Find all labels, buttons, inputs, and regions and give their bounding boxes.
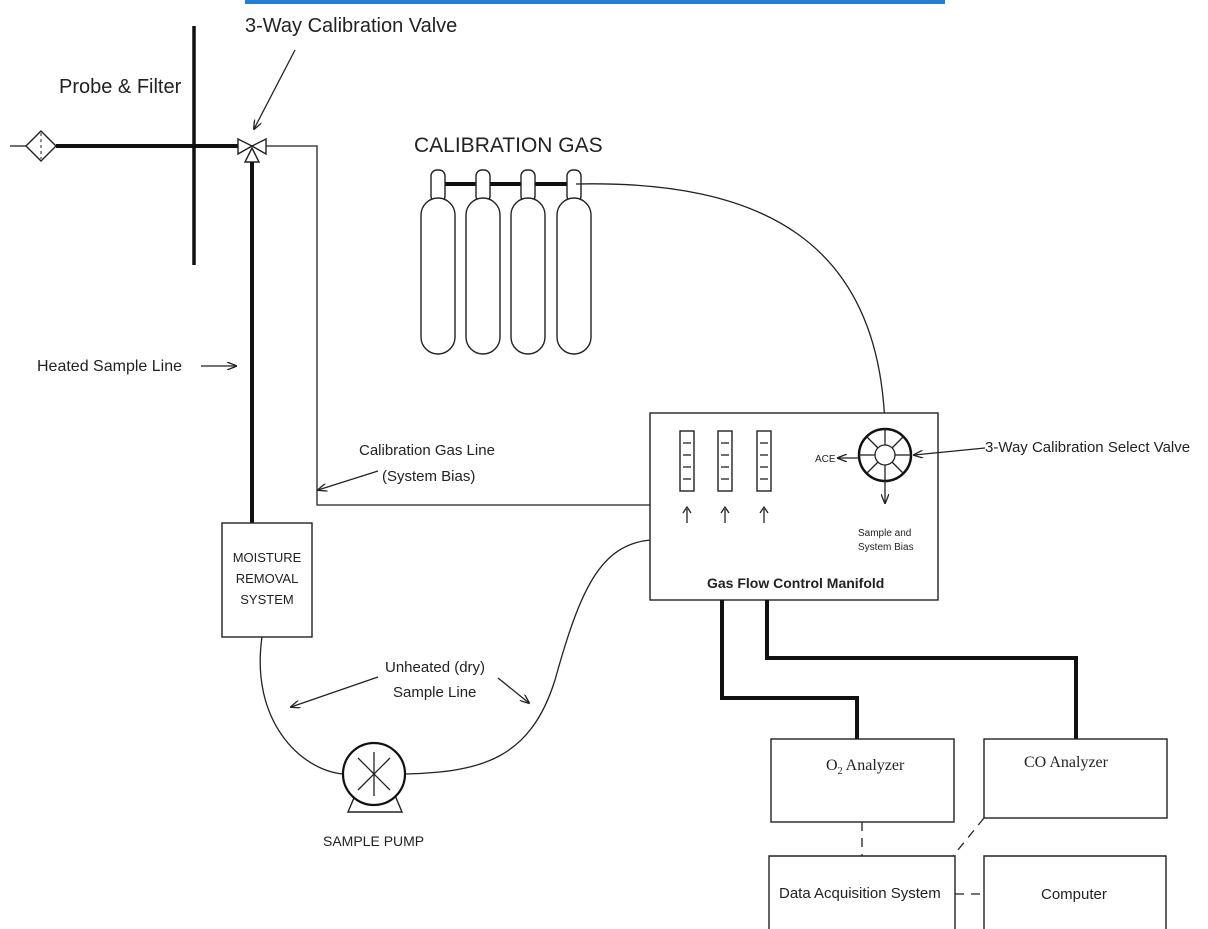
probe-filter-label: Probe & Filter [59,76,182,98]
computer [983,855,1167,929]
gas-cylinder [556,169,592,355]
select-valve-icon [857,427,913,483]
moisture-label-1: MOISTURE [233,550,302,565]
data-acquisition-system [768,855,956,929]
calibration-gas-line [266,145,650,506]
flowmeter [756,430,772,523]
gas-cylinder [420,169,456,355]
heated-sample-line-label: Heated Sample Line [37,358,182,375]
calibration-gas-title: CALIBRATION GAS [414,134,603,157]
unheated-line-label: Unheated (dry) [385,659,485,676]
co-analyzer-line [765,600,1078,739]
moisture-label-3: SYSTEM [240,592,293,607]
ace-label: ACE [815,454,836,465]
manifold-label: Gas Flow Control Manifold [707,575,884,591]
o2-analyzer [770,738,955,823]
flowmeter [717,430,733,523]
calibration-gas-line-sublabel: (System Bias) [382,468,475,485]
moisture-label-2: REMOVAL [236,571,299,586]
select-valve-label: 3-Way Calibration Select Valve [985,439,1190,456]
o2-analyzer-label: O2 Analyzer [826,757,905,777]
o2-analyzer-line [720,600,859,739]
co-analyzer [983,738,1168,819]
flowmeter [679,430,695,523]
gas-cylinders [420,169,886,429]
top-banner-strip [245,0,945,4]
sample-pump-label: SAMPLE PUMP [323,833,424,849]
three-way-valve-icon [237,137,267,163]
flowmeters [679,430,772,523]
three-way-valve-label: 3-Way Calibration Valve [245,15,457,37]
co-analyzer-label: CO Analyzer [1024,754,1109,771]
calibration-gas-line-label: Calibration Gas Line [359,442,495,459]
probe-filter [10,26,238,265]
moisture-removal-system [221,522,313,638]
computer-label: Computer [1041,886,1107,903]
system-bias-label: System Bias [858,542,914,553]
daq-label: Data Acquisition System [779,885,941,902]
sample-line-label: Sample Line [393,684,476,701]
gas-cylinder [465,169,501,355]
sample-bias-label: Sample and [858,528,911,539]
unheated-sample-line [259,636,344,775]
gas-cylinder [510,169,546,355]
sample-pump-icon [341,741,407,813]
